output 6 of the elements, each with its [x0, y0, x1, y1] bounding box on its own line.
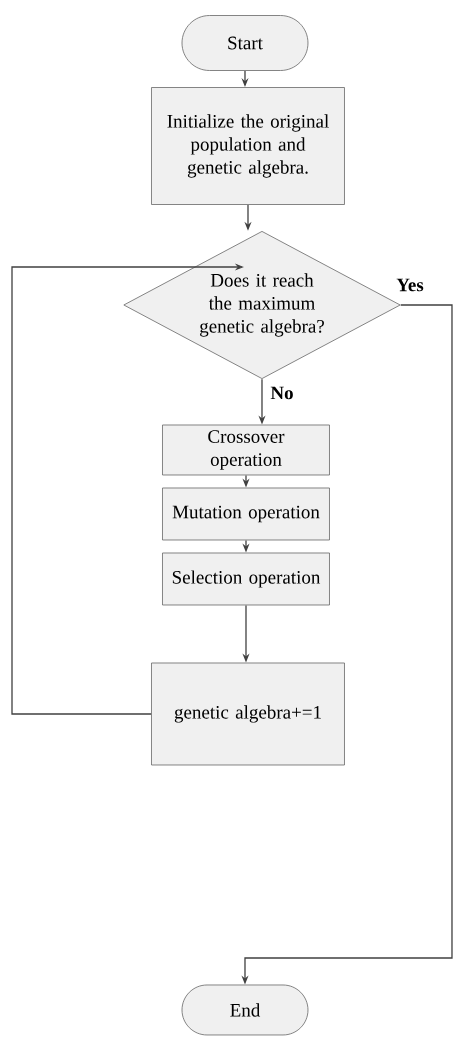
process-box: genetic algebra+=1	[151, 662, 345, 766]
edge-label: No	[269, 385, 295, 401]
process-box: Selection operation	[162, 552, 330, 606]
process-box: Initialize the original population and genetic algebra.	[151, 87, 345, 205]
process-box: Mutation operation	[162, 487, 330, 541]
process-box: Crossover operation	[162, 424, 330, 476]
